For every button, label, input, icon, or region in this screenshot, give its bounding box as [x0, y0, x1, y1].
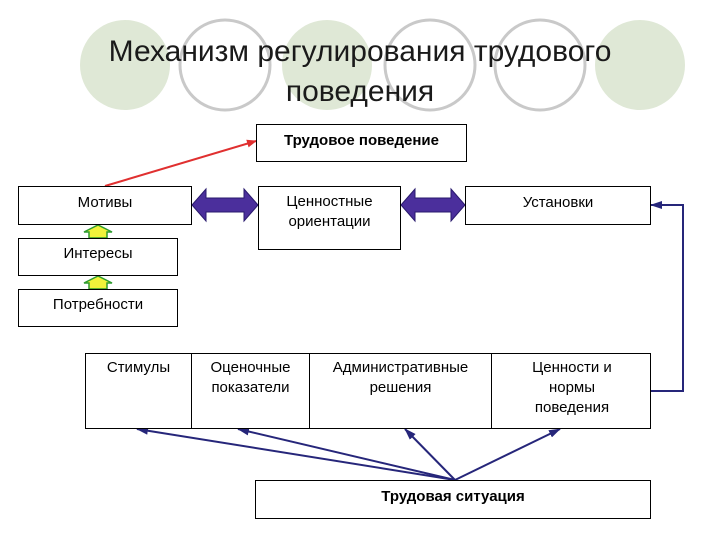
values-norms-label-line3: поведения — [534, 399, 610, 416]
situation-to-evaluation-arrow — [237, 427, 456, 481]
motives-to-behavior-arrow — [104, 139, 257, 187]
stimuli-cell: Стимулы — [86, 354, 191, 428]
motives-box: Мотивы — [18, 186, 192, 225]
decor-circle-filled — [282, 20, 372, 110]
needs-box: Потребности — [18, 289, 178, 327]
needs-label: Потребности — [52, 296, 144, 313]
interests-box: Интересы — [18, 238, 178, 276]
evaluation-label-line2: показатели — [211, 379, 290, 396]
regulators-row: Стимулы Оценочные показатели Администрат… — [85, 353, 651, 429]
decor-circle-ring — [493, 18, 587, 112]
slide-title-line2: поведения — [285, 75, 435, 108]
values-norms-label-line1: Ценности и — [532, 359, 612, 376]
value-orientations-label-line2: ориентации — [288, 213, 371, 230]
double-arrow-motives-values — [191, 187, 259, 223]
attitudes-box: Установки — [465, 186, 651, 225]
value-orientations-box: Ценностные ориентации — [258, 186, 401, 250]
motives-label: Мотивы — [77, 194, 133, 211]
value-orientations-label-line1: Ценностные — [286, 193, 373, 210]
administrative-label-line1: Административные — [332, 359, 469, 376]
decor-circle-ring — [383, 18, 477, 112]
evaluation-label-line1: Оценочные — [210, 359, 291, 376]
administrative-cell: Административные решения — [309, 354, 491, 428]
decor-circle-filled — [80, 20, 170, 110]
decor-circle-filled — [595, 20, 685, 110]
title-decor-circles — [80, 18, 685, 112]
values-norms-cell: Ценности и нормы поведения — [491, 354, 652, 428]
decor-circle-ring — [178, 18, 272, 112]
interests-label: Интересы — [63, 245, 133, 262]
labor-behavior-box: Трудовое поведение — [256, 124, 467, 162]
values-norms-label-line2: нормы — [548, 379, 596, 396]
up-arrow-needs-to-interests — [83, 275, 113, 290]
situation-to-values-norms-arrow — [454, 428, 561, 481]
labor-situation-box: Трудовая ситуация — [255, 480, 651, 519]
labor-behavior-label: Трудовое поведение — [284, 132, 439, 149]
regulators-to-attitudes-feedback-line — [650, 201, 684, 392]
administrative-label-line2: решения — [369, 379, 432, 396]
attitudes-label: Установки — [522, 194, 594, 211]
double-arrow-values-attitudes — [400, 187, 466, 223]
situation-to-administrative-arrow — [404, 428, 456, 481]
slide-title-line1: Механизм регулирования трудового — [108, 35, 612, 68]
up-arrow-interests-to-motives — [83, 224, 113, 239]
labor-situation-label: Трудовая ситуация — [381, 488, 525, 505]
stimuli-label: Стимулы — [106, 359, 171, 376]
evaluation-cell: Оценочные показатели — [191, 354, 309, 428]
slide-title: Механизм регулирования трудового поведен… — [40, 32, 680, 112]
situation-to-stimuli-arrow — [136, 426, 456, 481]
